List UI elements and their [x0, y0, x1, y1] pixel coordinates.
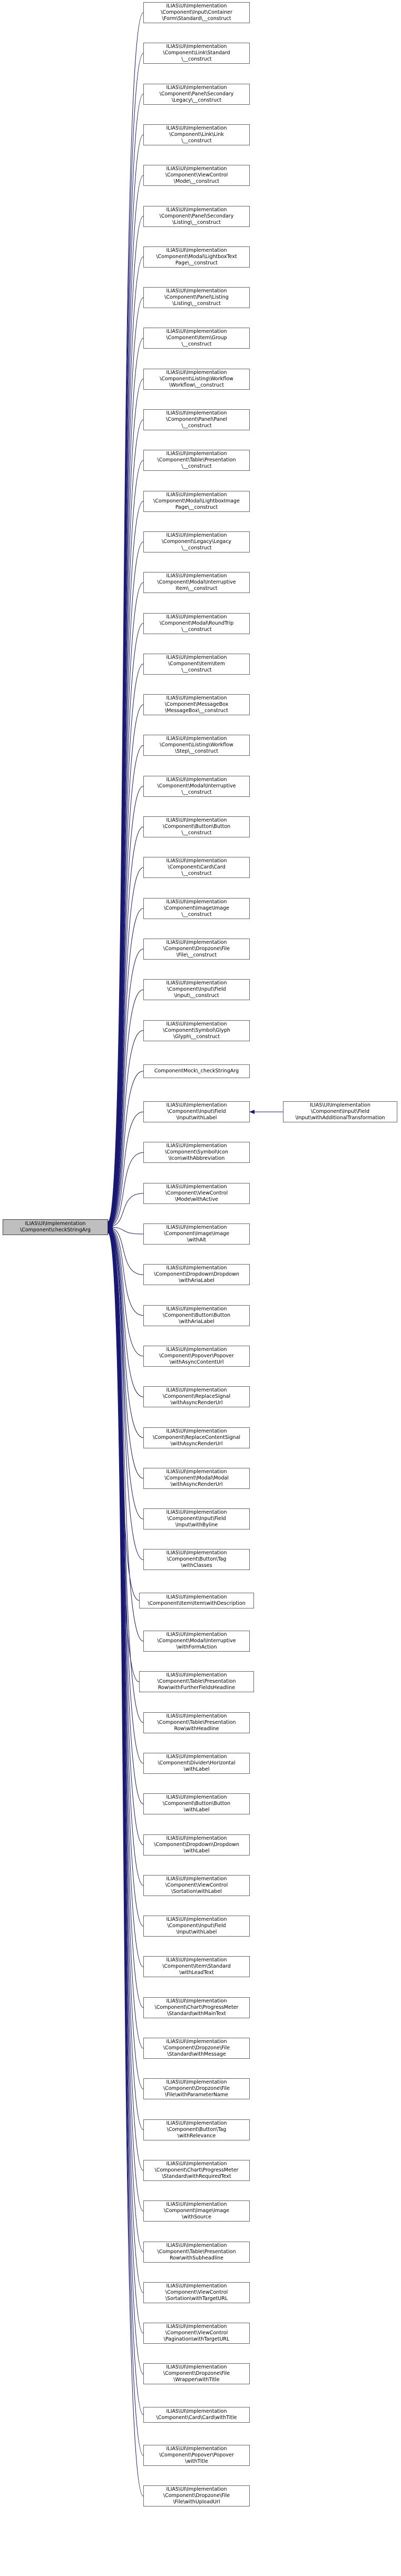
call-edge [107, 745, 144, 1227]
call-edge [107, 1030, 144, 1228]
call-edge [107, 826, 144, 1228]
caller-node[interactable]: ILIAS\UI\Implementation \Component\Table… [143, 1712, 250, 1733]
caller-node[interactable]: ILIAS\UI\Implementation \Component\Repla… [143, 1386, 250, 1408]
caller-node[interactable]: ILIAS\UI\Implementation \Component\Image… [143, 897, 250, 919]
call-edge [107, 1071, 144, 1229]
caller-node[interactable]: ILIAS\UI\Implementation \Component\Item\… [143, 653, 250, 675]
call-edge [107, 1226, 144, 1519]
caller-node[interactable]: ILIAS\UI\Implementation \Component\Item\… [143, 1956, 250, 1978]
caller-node[interactable]: ILIAS\UI\Implementation \Component\Butto… [143, 1549, 250, 1571]
call-edge [107, 1225, 144, 1357]
call-edge [107, 1225, 144, 1235]
call-edge [107, 1152, 144, 1229]
caller-node[interactable]: ILIAS\UI\Implementation \Component\Table… [139, 1671, 254, 1693]
caller-node[interactable]: ILIAS\UI\Implementation \Component\Input… [143, 2, 250, 23]
caller-node[interactable]: ILIAS\UI\Implementation \Component\Messa… [143, 694, 250, 716]
caller-node[interactable]: ILIAS\UI\Implementation \Component\Legac… [143, 531, 250, 552]
caller-node[interactable]: ILIAS\UI\Implementation \Component\Divid… [143, 1752, 250, 1774]
caller-node[interactable]: ILIAS\UI\Implementation \Component\Card\… [143, 857, 250, 879]
caller-node[interactable]: ILIAS\UI\Implementation \Component\Input… [143, 1508, 250, 1530]
caller-node[interactable]: ILIAS\UI\Implementation \Component\Modal… [143, 572, 250, 594]
caller-node[interactable]: ILIAS\UI\Implementation \Component\Input… [143, 979, 250, 1001]
call-edge [107, 1226, 144, 1397]
caller-node[interactable]: ILIAS\UI\Implementation \Component\Dropz… [143, 2363, 250, 2385]
call-edge [107, 1227, 144, 1764]
caller-node[interactable]: ILIAS\UI\Implementation \Component\Input… [143, 1101, 250, 1123]
caller-node[interactable]: ILIAS\UI\Implementation \Component\Modal… [143, 775, 250, 797]
call-edge [107, 989, 144, 1228]
caller-node[interactable]: ILIAS\UI\Implementation \Component\Butto… [143, 1305, 250, 1326]
caller-node[interactable]: ILIAS\UI\Implementation \Component\Modal… [143, 1631, 250, 1652]
call-edge [107, 786, 144, 1227]
caller-node[interactable]: ILIAS\UI\Implementation \Component\Chart… [143, 1997, 250, 2018]
caller-node[interactable]: ILIAS\UI\Implementation \Component\Table… [143, 450, 250, 471]
caller-node[interactable]: ILIAS\UI\Implementation \Component\ViewC… [143, 2323, 250, 2344]
call-edge [107, 908, 144, 1228]
call-edge [107, 867, 144, 1228]
caller-node[interactable]: ILIAS\UI\Implementation \Component\Listi… [143, 735, 250, 756]
call-edge [107, 1226, 144, 1560]
caller-node[interactable]: ILIAS\UI\Implementation \Component\Table… [143, 2241, 250, 2263]
caller-node[interactable]: ILIAS\UI\Implementation \Component\Item\… [139, 1592, 254, 1608]
caller-node[interactable]: ILIAS\UI\Implementation \Component\Dropz… [143, 938, 250, 960]
caller-node[interactable]: ILIAS\UI\Implementation \Component\Image… [143, 2200, 250, 2222]
call-edge [107, 1225, 144, 1275]
caller-node[interactable]: ILIAS\UI\Implementation \Component\Repla… [143, 1427, 250, 1448]
caller-node[interactable]: ILIAS\UI\Implementation \Component\Chart… [143, 2159, 250, 2181]
caller-node[interactable]: ILIAS\UI\Implementation \Component\ViewC… [143, 1182, 250, 1204]
call-edge [107, 1193, 144, 1229]
caller-node[interactable]: ILIAS\UI\Implementation \Component\Modal… [143, 490, 250, 512]
caller-node[interactable]: ILIAS\UI\Implementation \Component\Modal… [143, 1467, 250, 1489]
caller-node[interactable]: ILIAS\UI\Implementation \Component\Modal… [143, 613, 250, 634]
caller-node[interactable]: ILIAS\UI\Implementation \Component\Link\… [143, 43, 250, 64]
caller-node[interactable]: ILIAS\UI\Implementation \Component\ViewC… [143, 2282, 250, 2303]
call-edge [107, 1227, 144, 1642]
caller-node[interactable]: ILIAS\UI\Implementation \Component\Dropd… [143, 1264, 250, 1286]
caller-node[interactable]: ILIAS\UI\Implementation \Component\Popov… [143, 1345, 250, 1367]
caller-node[interactable]: ILIAS\UI\Implementation \Component\Symbo… [143, 1020, 250, 1041]
caller-node[interactable]: ILIAS\UI\Implementation \Component\Butto… [143, 1793, 250, 1815]
caller-node[interactable]: ILIAS\UI\Implementation \Component\Butto… [143, 816, 250, 837]
call-edge [107, 1226, 144, 1438]
caller-node[interactable]: ILIAS\UI\Implementation \Component\Panel… [143, 83, 250, 105]
caller-node[interactable]: ILIAS\UI\Implementation \Component\Dropz… [143, 2485, 250, 2507]
call-edge [107, 1225, 144, 1316]
caller-node[interactable]: ILIAS\UI\Implementation \Component\Butto… [143, 2119, 250, 2140]
caller-node[interactable]: ILIAS\UI\Implementation \Component\Input… [143, 1916, 250, 1937]
call-edge [107, 1231, 144, 2496]
caller-node[interactable]: ILIAS\UI\Implementation \Component\ViewC… [143, 165, 250, 186]
call-edge [107, 1111, 144, 1229]
caller-node[interactable]: ILIAS\UI\Implementation \Component\Panel… [143, 287, 250, 309]
caller-node[interactable]: ILIAS\UI\Implementation \Component\Image… [143, 1223, 250, 1245]
caller-node[interactable]: ILIAS\UI\Implementation \Component\Popov… [143, 2445, 250, 2466]
caller-node[interactable]: ILIAS\UI\Implementation \Component\Symbo… [143, 1142, 250, 1163]
caller-node[interactable]: ILIAS\UI\Implementation \Component\Item\… [143, 328, 250, 349]
caller-node[interactable]: ILIAS\UI\Implementation \Component\Dropz… [143, 2078, 250, 2100]
call-edge [107, 1227, 144, 1723]
caller-node[interactable]: ILIAS\UI\Implementation \Component\Listi… [143, 368, 250, 390]
call-edge [107, 949, 144, 1228]
call-edge [107, 704, 144, 1227]
root-function-node[interactable]: ILIAS\UI\Implementation \Component\check… [3, 1219, 108, 1235]
caller-node[interactable]: ILIAS\UI\Implementation \Component\ViewC… [143, 1874, 250, 1896]
caller-node[interactable]: ILIAS\UI\Implementation \Component\Panel… [143, 409, 250, 430]
caller-node[interactable]: ILIAS\UI\Implementation \Component\Dropd… [143, 1834, 250, 1855]
caller-node[interactable]: ILIAS\UI\Implementation \Component\Link\… [143, 124, 250, 145]
caller-node[interactable]: ILIAS\UI\Implementation \Component\Dropz… [143, 2038, 250, 2059]
call-edge [107, 1228, 144, 1804]
call-edge [107, 1226, 144, 1479]
caller-node[interactable]: ILIAS\UI\Implementation \Component\Modal… [143, 246, 250, 268]
caller-node[interactable]: ComponentMock\_checkStringArg [143, 1064, 250, 1078]
caller-node[interactable]: ILIAS\UI\Implementation \Component\Panel… [143, 205, 250, 227]
input-with-additional-transformation-node[interactable]: ILIAS\UI\Implementation \Component\Input… [283, 1101, 397, 1123]
caller-node[interactable]: ILIAS\UI\Implementation \Component\Card\… [143, 2406, 250, 2423]
